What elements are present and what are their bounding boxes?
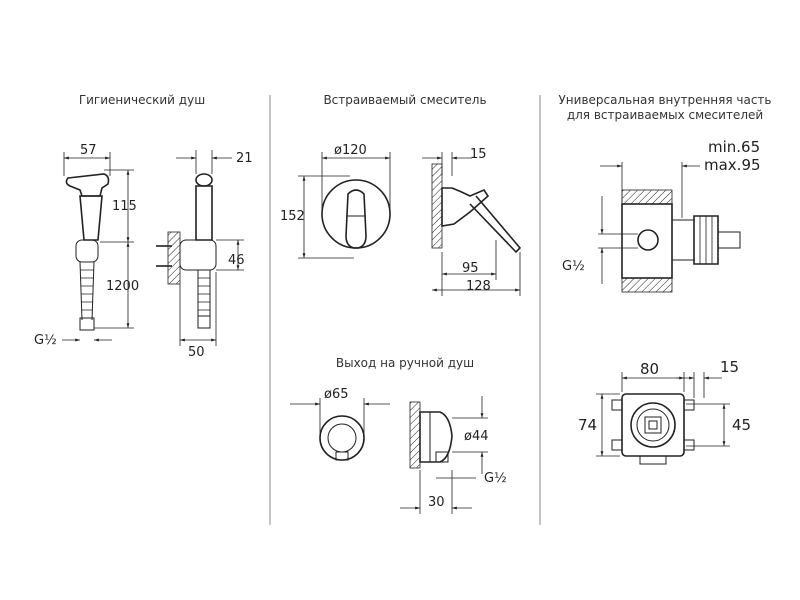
dim-shower-thread: G½ — [34, 333, 57, 348]
title-shower-outlet: Выход на ручной душ — [336, 356, 474, 370]
title-built-in-mixer: Встраиваемый смеситель — [323, 93, 486, 107]
hygienic-shower-front-view: 57 115 1200 G½ — [34, 143, 139, 348]
dim-mixer-height: 152 — [280, 209, 305, 224]
title-universal-inner-line2: для встраиваемых смесителей — [567, 108, 763, 122]
dim-shower-head-height: 115 — [112, 199, 137, 214]
dim-holder-height: 46 — [228, 253, 245, 268]
dim-inner-right-offset: 15 — [720, 358, 739, 376]
dim-inner-width: 80 — [640, 360, 659, 378]
dim-outlet-depth: 30 — [428, 495, 445, 510]
dim-shower-width: 57 — [80, 143, 97, 158]
title-hygienic-shower: Гигиенический душ — [79, 93, 205, 107]
dim-outlet-inner-diameter: ø44 — [464, 429, 489, 444]
title-universal-inner-line1: Универсальная внутренняя часть — [558, 93, 771, 107]
shower-outlet-side-view: ø44 30 G½ — [400, 396, 507, 514]
dim-mixer-plate: 15 — [470, 147, 487, 162]
dim-mixer-diameter: ø120 — [334, 143, 367, 158]
dim-inner-thread: G½ — [562, 259, 585, 274]
dim-mixer-total-depth: 128 — [466, 279, 491, 294]
dim-inner-right-height: 45 — [732, 416, 751, 434]
dim-outlet-diameter: ø65 — [324, 387, 349, 402]
hygienic-shower-side-view: 21 46 50 — [156, 150, 253, 360]
dim-inner-max: max.95 — [704, 156, 761, 174]
inner-part-side-view: min.65 max.95 G½ — [562, 138, 761, 293]
dim-side-offset: 21 — [236, 151, 253, 166]
dim-inner-min: min.65 — [708, 138, 760, 156]
inner-part-front-view: 80 15 74 45 — [578, 358, 751, 465]
built-in-mixer-side-view: 15 95 128 — [422, 147, 522, 296]
dim-outlet-thread: G½ — [484, 471, 507, 486]
dim-inner-height: 74 — [578, 416, 597, 434]
dim-holder-depth: 50 — [188, 345, 205, 360]
dim-mixer-lever-reach: 95 — [462, 261, 479, 276]
dim-hose-length: 1200 — [106, 279, 139, 294]
shower-outlet-front-view: ø65 — [290, 387, 390, 461]
built-in-mixer-front-view: ø120 152 — [280, 143, 391, 259]
